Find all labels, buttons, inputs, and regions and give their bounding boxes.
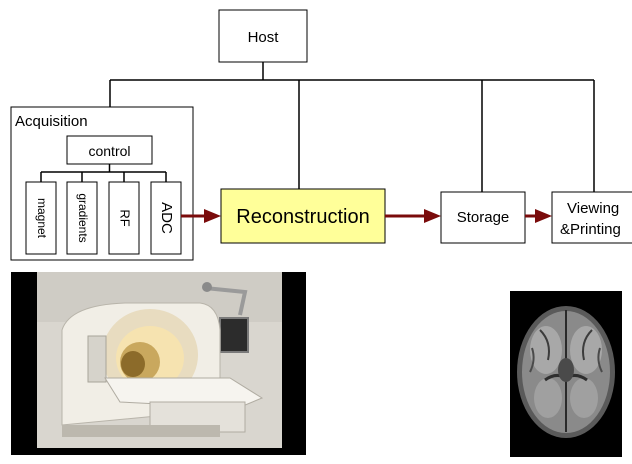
gradients-label: gradients <box>76 193 90 242</box>
gradients-box <box>66 181 98 255</box>
magnet-box <box>25 181 57 255</box>
mri-scanner-photo <box>11 272 306 455</box>
brain-mri-slice <box>510 291 622 457</box>
reconstruction-label: Reconstruction <box>236 206 369 228</box>
storage-label: Storage <box>457 209 510 226</box>
arrowhead-reconstruction-to-storage <box>424 209 441 223</box>
host-box <box>218 9 308 63</box>
acquisition-label: Acquisition <box>15 113 88 130</box>
arrowhead-storage-to-viewing <box>535 209 552 223</box>
host-label: Host <box>248 29 280 46</box>
viewing-label-line1: Viewing <box>567 200 619 217</box>
rf-box <box>108 181 140 255</box>
adc-label: ADC <box>158 202 175 234</box>
adc-box <box>150 181 182 255</box>
arrowhead-adc-to-reconstruction <box>204 209 221 223</box>
viewing-label-line2: &Printing <box>560 221 621 238</box>
magnet-label: magnet <box>35 198 49 239</box>
control-box <box>66 135 153 165</box>
rf-label: RF <box>118 209 133 226</box>
viewing-box <box>551 191 632 244</box>
control-label: control <box>88 143 130 159</box>
storage-box <box>440 191 526 244</box>
